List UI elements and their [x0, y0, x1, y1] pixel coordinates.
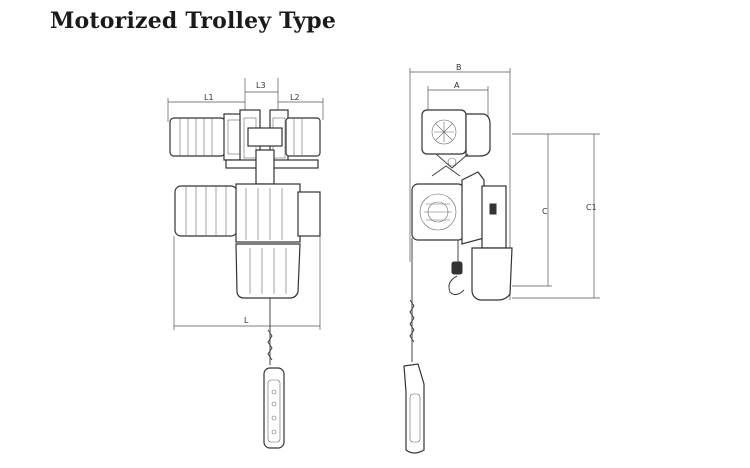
side-trolley-motor	[421, 109, 491, 169]
front-top-dimensions: L1 L3 L2	[167, 78, 324, 122]
side-hoist-body	[411, 165, 507, 249]
chain-container	[235, 243, 301, 299]
dim-label-c1: C1	[586, 203, 597, 212]
trolley-motor	[169, 113, 247, 161]
side-height-dimensions: C C1	[512, 133, 600, 299]
side-view: B A	[403, 63, 600, 454]
dim-label-l: L	[244, 316, 249, 325]
dim-label-l3: L3	[256, 81, 266, 90]
trolley-frame	[225, 109, 321, 185]
hook	[448, 240, 465, 296]
dim-label-b: B	[456, 63, 462, 72]
dim-label-a: A	[454, 81, 460, 90]
side-pendant	[403, 238, 425, 454]
hoist-gearbox	[235, 183, 321, 243]
dim-label-l2: L2	[290, 93, 300, 102]
page-title: Motorized Trolley Type	[50, 8, 337, 34]
dim-label-l1: L1	[204, 93, 214, 102]
side-chain-container	[471, 247, 513, 301]
front-bottom-dimension: L	[173, 236, 321, 330]
hoist-motor	[174, 185, 238, 237]
front-pendant	[263, 298, 285, 449]
dim-label-c: C	[542, 207, 548, 216]
front-view: L1 L3 L2	[167, 78, 324, 449]
